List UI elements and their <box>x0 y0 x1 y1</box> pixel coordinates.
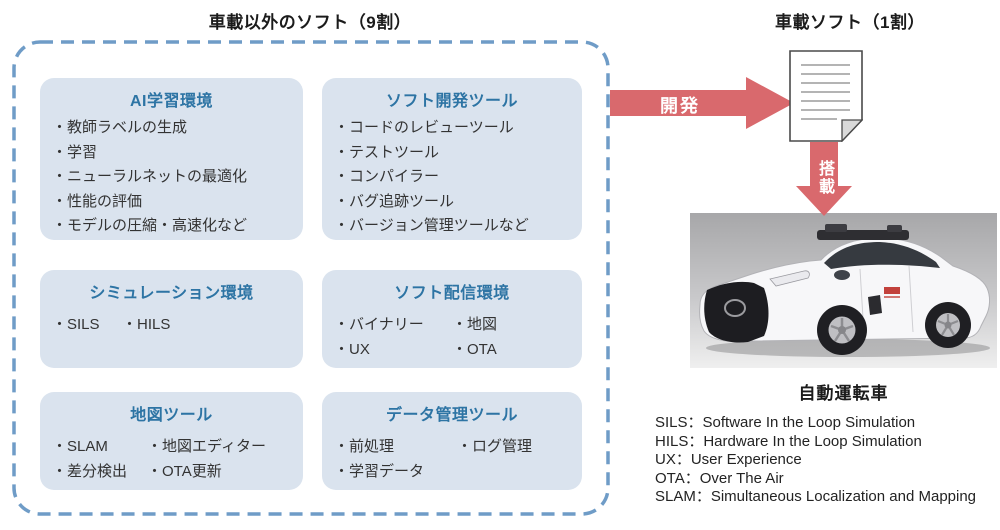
list-item: ・モデルの圧縮・高速化など <box>52 217 248 234</box>
front-wheel <box>817 305 867 355</box>
list-item: ・コンパイラー <box>334 168 440 185</box>
rear-wheel <box>925 302 971 348</box>
definition-line: SLAM：Simultaneous Localization and Mappi… <box>655 488 977 505</box>
list-item: ・地図 <box>452 316 498 333</box>
definition-line: HILS：Hardware In the Loop Simulation <box>655 432 922 450</box>
list-item: ・UX <box>334 341 370 358</box>
list-item: ・学習データ <box>334 463 425 480</box>
box-software-distribution-env: ソフト配信環境 ・バイナリー ・地図 ・UX ・OTA <box>322 270 582 368</box>
door-logo-decal <box>884 287 900 294</box>
develop-arrow-label: 開発 <box>660 96 700 116</box>
dashed-group-border <box>12 40 610 516</box>
list-item: ・バージョン管理ツールなど <box>334 217 529 234</box>
list-item: ・差分検出 <box>52 463 128 480</box>
definition-line: OTA：Over The Air <box>655 469 784 487</box>
list-item <box>457 459 574 484</box>
mount-arrow: 搭載 <box>796 142 852 216</box>
list-item: ・性能の評価 <box>52 192 143 210</box>
document-lines <box>801 64 850 120</box>
list-item: ・テストツール <box>334 143 440 161</box>
list-item: ・SILS <box>52 316 100 333</box>
list-item: ・教師ラベルの生成 <box>52 119 188 136</box>
box-data-management-tools: データ管理ツール ・前処理 ・ログ管理 ・学習データ <box>322 392 582 490</box>
right-arrow-icon <box>610 77 794 129</box>
left-section-title: 車載以外のソフト（9割） <box>208 13 412 32</box>
list-item: ・SLAM <box>52 438 108 455</box>
list-item: ・バイナリー <box>334 316 424 333</box>
box-item-grid: ・SILS ・HILS <box>40 303 303 337</box>
right-section-title: 車載ソフト（1割） <box>775 13 925 32</box>
document-icon <box>789 50 863 142</box>
develop-arrow: 開発 <box>610 77 794 129</box>
box-item-grid: ・SLAM ・地図エディター ・差分検出 ・OTA更新 <box>40 425 303 484</box>
box-item-list: ・コードのレビューツール ・テストツール ・コンパイラー ・バグ追跡ツール ・バ… <box>322 111 582 239</box>
list-item: ・地図エディター <box>147 438 266 455</box>
box-title: AI学習環境 <box>129 93 213 110</box>
list-item: ・ログ管理 <box>457 438 533 455</box>
list-item: ・コードのレビューツール <box>334 119 514 136</box>
box-title: ソフト開発ツール <box>385 93 518 110</box>
definition-line: SILS：Software In the Loop Simulation <box>655 414 916 431</box>
box-software-dev-tools: ソフト開発ツール ・コードのレビューツール ・テストツール ・コンパイラー ・バ… <box>322 78 582 240</box>
list-item: ・学習 <box>52 143 98 161</box>
box-title: 地図ツール <box>130 407 213 424</box>
mount-arrow-label: 搭載 <box>816 160 833 196</box>
list-item: ・バグ追跡ツール <box>334 192 455 210</box>
acronym-definitions: SILS：Software In the Loop Simulation HIL… <box>655 414 1000 507</box>
definition-line: UX：User Experience <box>655 451 802 468</box>
autonomous-car-photo <box>690 213 997 368</box>
roof-sensor-rack <box>817 230 909 240</box>
down-arrow-icon <box>796 142 852 216</box>
list-item: ・前処理 <box>334 438 395 455</box>
box-simulation-env: シミュレーション環境 ・SILS ・HILS <box>40 270 303 368</box>
box-ai-learning-env: AI学習環境 ・教師ラベルの生成 ・学習 ・ニューラルネットの最適化 ・性能の評… <box>40 78 303 240</box>
car-caption: 自動運転車 <box>798 384 889 403</box>
box-item-grid: ・前処理 ・ログ管理 ・学習データ <box>322 425 582 484</box>
list-item: ・ニューラルネットの最適化 <box>52 168 248 185</box>
list-item: ・OTA <box>452 341 497 358</box>
list-item: ・OTA更新 <box>147 463 222 480</box>
box-item-list: ・教師ラベルの生成 ・学習 ・ニューラルネットの最適化 ・性能の評価 ・モデルの… <box>40 111 303 239</box>
box-item-grid: ・バイナリー ・地図 ・UX ・OTA <box>322 303 582 362</box>
list-item: ・HILS <box>122 316 171 333</box>
box-title: シミュレーション環境 <box>89 285 254 302</box>
box-title: データ管理ツール <box>385 407 518 424</box>
box-title: ソフト配信環境 <box>394 285 510 302</box>
box-map-tools: 地図ツール ・SLAM ・地図エディター ・差分検出 ・OTA更新 <box>40 392 303 490</box>
